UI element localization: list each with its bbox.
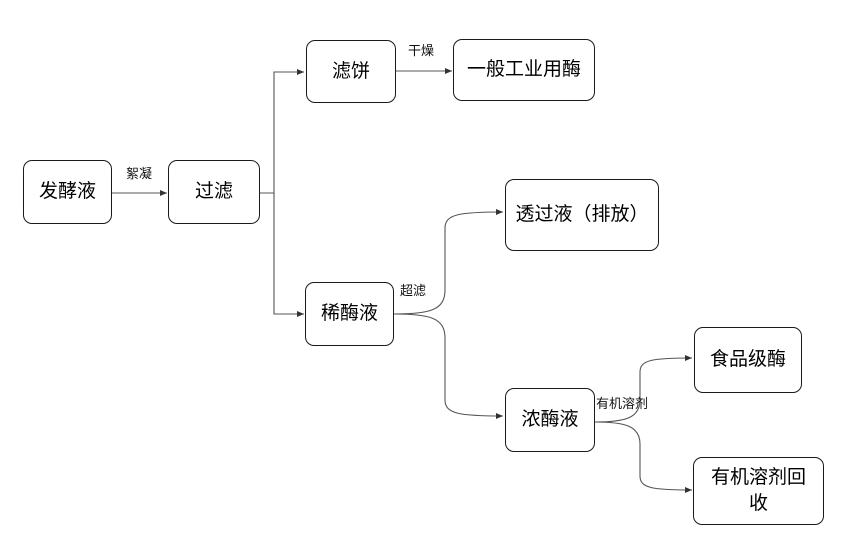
node-filtration: 过滤 bbox=[168, 160, 260, 224]
edge-label-drying: 干燥 bbox=[408, 44, 435, 59]
edge-concentrated-to-food bbox=[594, 355, 693, 423]
node-concentrated-enzyme: 浓酶液 bbox=[505, 388, 595, 452]
edge-label-ultrafiltration: 超滤 bbox=[400, 284, 427, 299]
node-solvent-recovery: 有机溶剂回收 bbox=[693, 457, 824, 525]
node-filter-cake: 滤饼 bbox=[306, 40, 396, 103]
node-permeate: 透过液（排放） bbox=[505, 179, 659, 251]
node-industrial-enzyme: 一般工业用酶 bbox=[453, 39, 595, 101]
edge-dilute-to-permeate bbox=[393, 209, 504, 315]
edge-filtration-to-cake bbox=[260, 69, 304, 194]
edge-label-flocculation: 絮凝 bbox=[126, 167, 153, 182]
edge-concentrated-to-recovery bbox=[594, 421, 693, 493]
node-fermentation-broth: 发酵液 bbox=[23, 160, 112, 224]
edge-dilute-to-concentrated bbox=[393, 313, 504, 419]
node-dilute-enzyme: 稀酶液 bbox=[305, 282, 394, 346]
node-food-enzyme: 食品级酶 bbox=[694, 327, 802, 393]
edge-label-organic-solvent: 有机溶剂 bbox=[596, 397, 649, 412]
edge-filtration-to-dilute bbox=[273, 193, 304, 317]
